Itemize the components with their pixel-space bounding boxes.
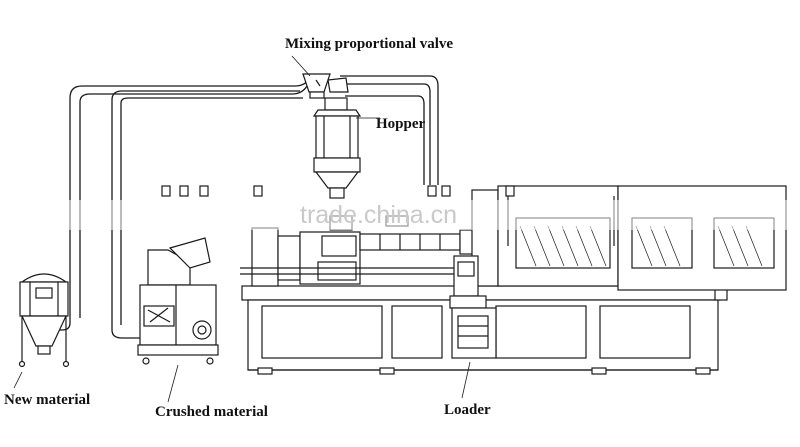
labels: Mixing proportional valve Hopper New mat… [4, 36, 491, 420]
new-material-label: New material [4, 392, 90, 408]
loader-label: Loader [444, 402, 491, 418]
watermark: trade.china.cn [0, 200, 800, 230]
watermark-text: trade.china.cn [300, 201, 457, 229]
mixing-valve-label: Mixing proportional valve [285, 36, 453, 52]
crusher-icon [137, 237, 219, 403]
mixing-valve-icon [291, 55, 349, 99]
hopper-label: Hopper [376, 116, 426, 132]
new-material-tank-icon [13, 273, 70, 389]
crushed-material-label: Crushed material [155, 404, 268, 420]
hopper-icon [312, 97, 380, 199]
